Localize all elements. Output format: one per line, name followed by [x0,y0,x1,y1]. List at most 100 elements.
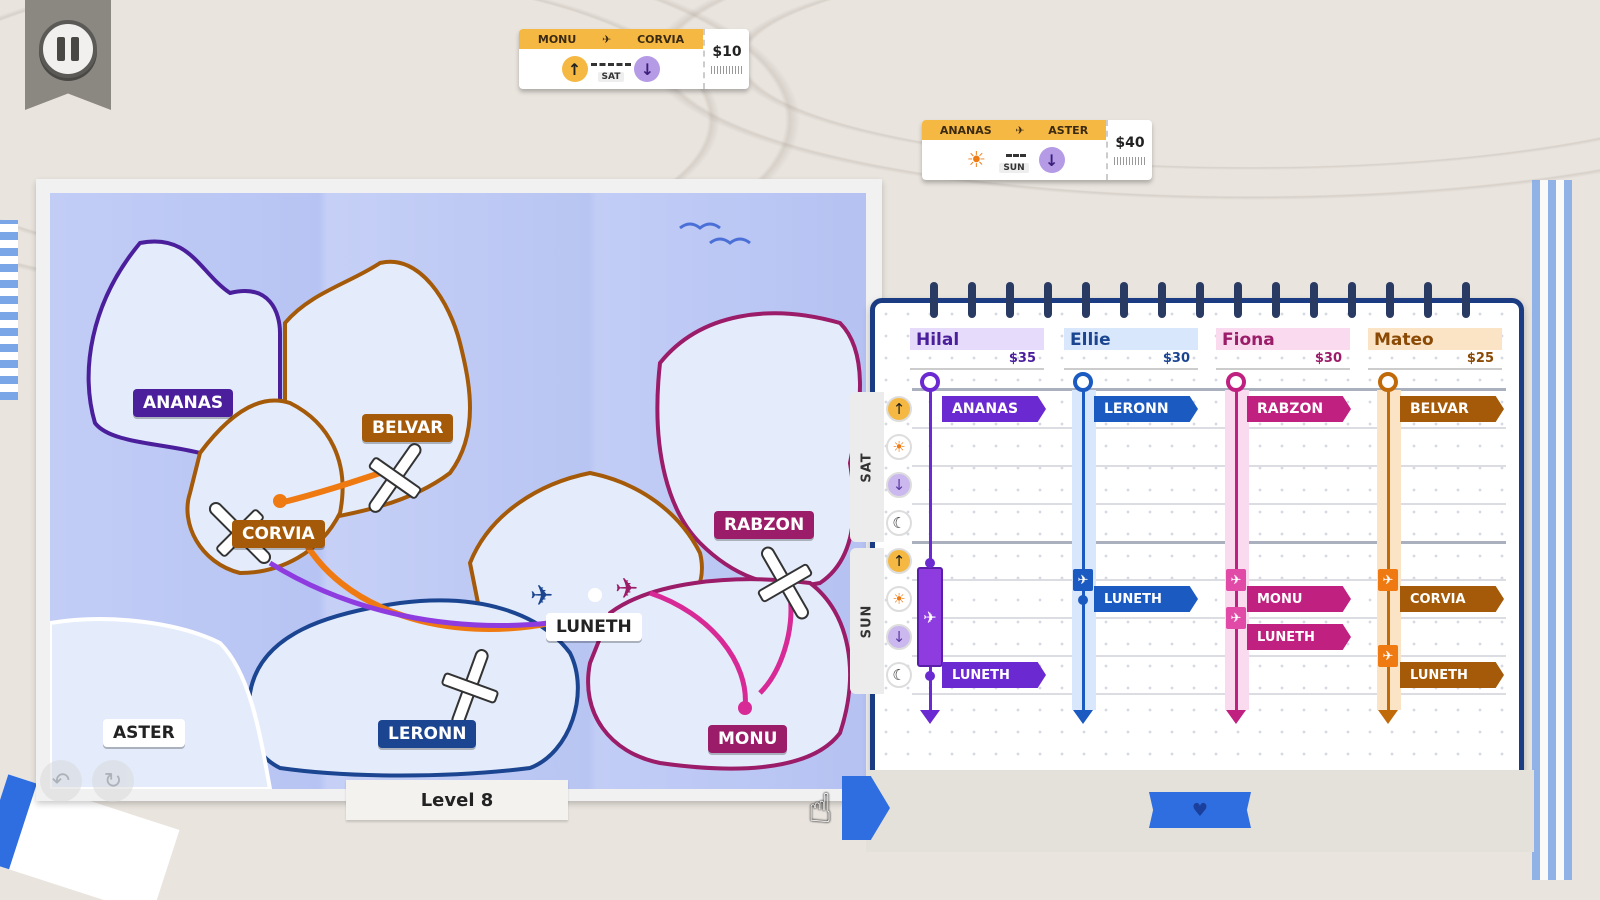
pilot-lane [929,388,932,710]
pilot-lane [1235,388,1238,710]
flight-ticket[interactable]: MONU ✈ CORVIA ↑ SAT ↓ $10 [519,29,749,89]
flight-block[interactable]: ✈ [1226,607,1246,629]
sun-icon: ☀ [886,434,912,460]
ticket-destination: ASTER [1048,123,1089,137]
pilot-name: Ellie [1064,328,1198,350]
sunset-icon: ↓ [886,624,912,650]
flight-block[interactable]: ✈ [917,567,943,667]
day-tab-sun: SUN [850,548,884,694]
flight-tag[interactable]: RABZON [1247,396,1351,422]
sun-icon: ☀ [963,147,990,173]
lane-end-marker [920,710,940,724]
ticket-price: $10 [712,44,742,60]
decor-right-paper [1532,180,1572,880]
confirm-button[interactable]: ♥ [1149,792,1251,828]
ticket-origin: ANANAS [939,123,992,137]
lane-end-marker [1226,710,1246,724]
flight-tag[interactable]: LUNETH [1247,624,1351,650]
sunset-icon: ↓ [634,56,661,82]
moon-icon: ☾ [886,662,912,688]
sunrise-icon: ↑ [561,56,588,82]
flight-ticket[interactable]: ANANAS ✈ ASTER ☀ SUN ↓ $40 [922,120,1152,180]
day-tab-sat: SAT [850,392,884,542]
map-tool-buttons: ↶ ↻ [40,760,134,802]
city-label-leronn[interactable]: LERONN [378,720,477,748]
lane-start-marker [920,372,940,392]
flight-tag[interactable]: MONU [1247,586,1351,612]
reset-icon[interactable]: ↻ [92,760,134,802]
city-label-belvar[interactable]: BELVAR [362,414,454,442]
airplane-icon: ✈ [602,32,612,46]
pilot-lane [1082,388,1085,710]
barcode [711,66,743,74]
pilot-pay: $30 [1064,350,1198,370]
pilot-name: Mateo [1368,328,1502,350]
flight-block[interactable]: ✈ [1378,569,1398,591]
birds-decor [679,222,751,245]
pilot-column-ellie: Ellie $30 [1064,328,1198,370]
city-label-aster[interactable]: ASTER [103,719,185,747]
airplane-icon: ✈ [530,579,553,612]
flight-tag[interactable]: LUNETH [1094,586,1198,612]
flight-block[interactable]: ✈ [1226,569,1246,591]
schedule-planner [870,298,1524,798]
flight-block[interactable]: ✈ [1378,645,1398,667]
city-marker-corvia [273,494,287,508]
pilot-lane [1387,388,1390,710]
sunset-icon: ↓ [886,472,912,498]
route-corvia-luneth-purple [268,560,551,628]
city-marker-monu [738,701,752,715]
flight-tag[interactable]: LUNETH [942,662,1046,688]
ticket-destination: CORVIA [637,32,685,46]
pilot-pay: $35 [910,350,1044,370]
binder-ring [930,282,938,318]
flight-tag[interactable]: LUNETH [1400,662,1504,688]
pilot-pay: $30 [1216,350,1350,370]
region-leronn [246,598,580,778]
heart-icon: ♥ [1191,799,1209,821]
flight-tag[interactable]: ANANAS [942,396,1046,422]
flight-tag[interactable]: BELVAR [1400,396,1504,422]
sun-icon: ☀ [886,586,912,612]
undo-icon[interactable]: ↶ [40,760,82,802]
airplane-icon [757,546,813,620]
lane-start-marker [1378,372,1398,392]
hand-cursor-icon: ☝ [808,786,833,832]
city-marker-luneth [588,588,602,602]
sunrise-icon: ↑ [886,548,912,574]
ticket-origin: MONU [537,32,577,46]
pilot-column-fiona: Fiona $30 [1216,328,1350,370]
route-belvar-corvia [279,470,381,506]
airplane-icon: ✈ [615,572,638,605]
decor-left-paper [0,220,18,400]
level-indicator: Level 8 [346,780,568,820]
airplane-icon [368,443,422,513]
airplane-icon: ✈ [1015,123,1025,137]
grid-line [912,388,1506,391]
pilot-column-hilal: Hilal $35 [910,328,1044,370]
world-map: ✈ ✈ [50,193,866,789]
sunrise-icon: ↑ [886,396,912,422]
map-regions: ✈ ✈ [50,222,862,789]
ticket-day: SAT [597,72,625,82]
city-label-corvia[interactable]: CORVIA [232,520,325,548]
pause-button[interactable] [39,20,97,78]
sunset-icon: ↓ [1038,147,1065,173]
pause-icon [57,37,65,61]
lane-end-marker [1073,710,1093,724]
flight-tag[interactable]: LERONN [1094,396,1198,422]
ticket-price: $40 [1115,135,1145,151]
city-label-rabzon[interactable]: RABZON [714,511,815,539]
route-luneth-monu [649,590,748,709]
lane-start-marker [1226,372,1246,392]
city-label-ananas[interactable]: ANANAS [133,389,234,417]
flight-block[interactable]: ✈ [1073,569,1093,591]
city-label-monu[interactable]: MONU [708,725,788,753]
city-label-luneth[interactable]: LUNETH [546,613,642,641]
pilot-name: Hilal [910,328,1044,350]
pilot-name: Fiona [1216,328,1350,350]
moon-icon: ☾ [886,510,912,536]
pilot-column-mateo: Mateo $25 [1368,328,1502,370]
lane-start-marker [1073,372,1093,392]
flight-tag[interactable]: CORVIA [1400,586,1504,612]
